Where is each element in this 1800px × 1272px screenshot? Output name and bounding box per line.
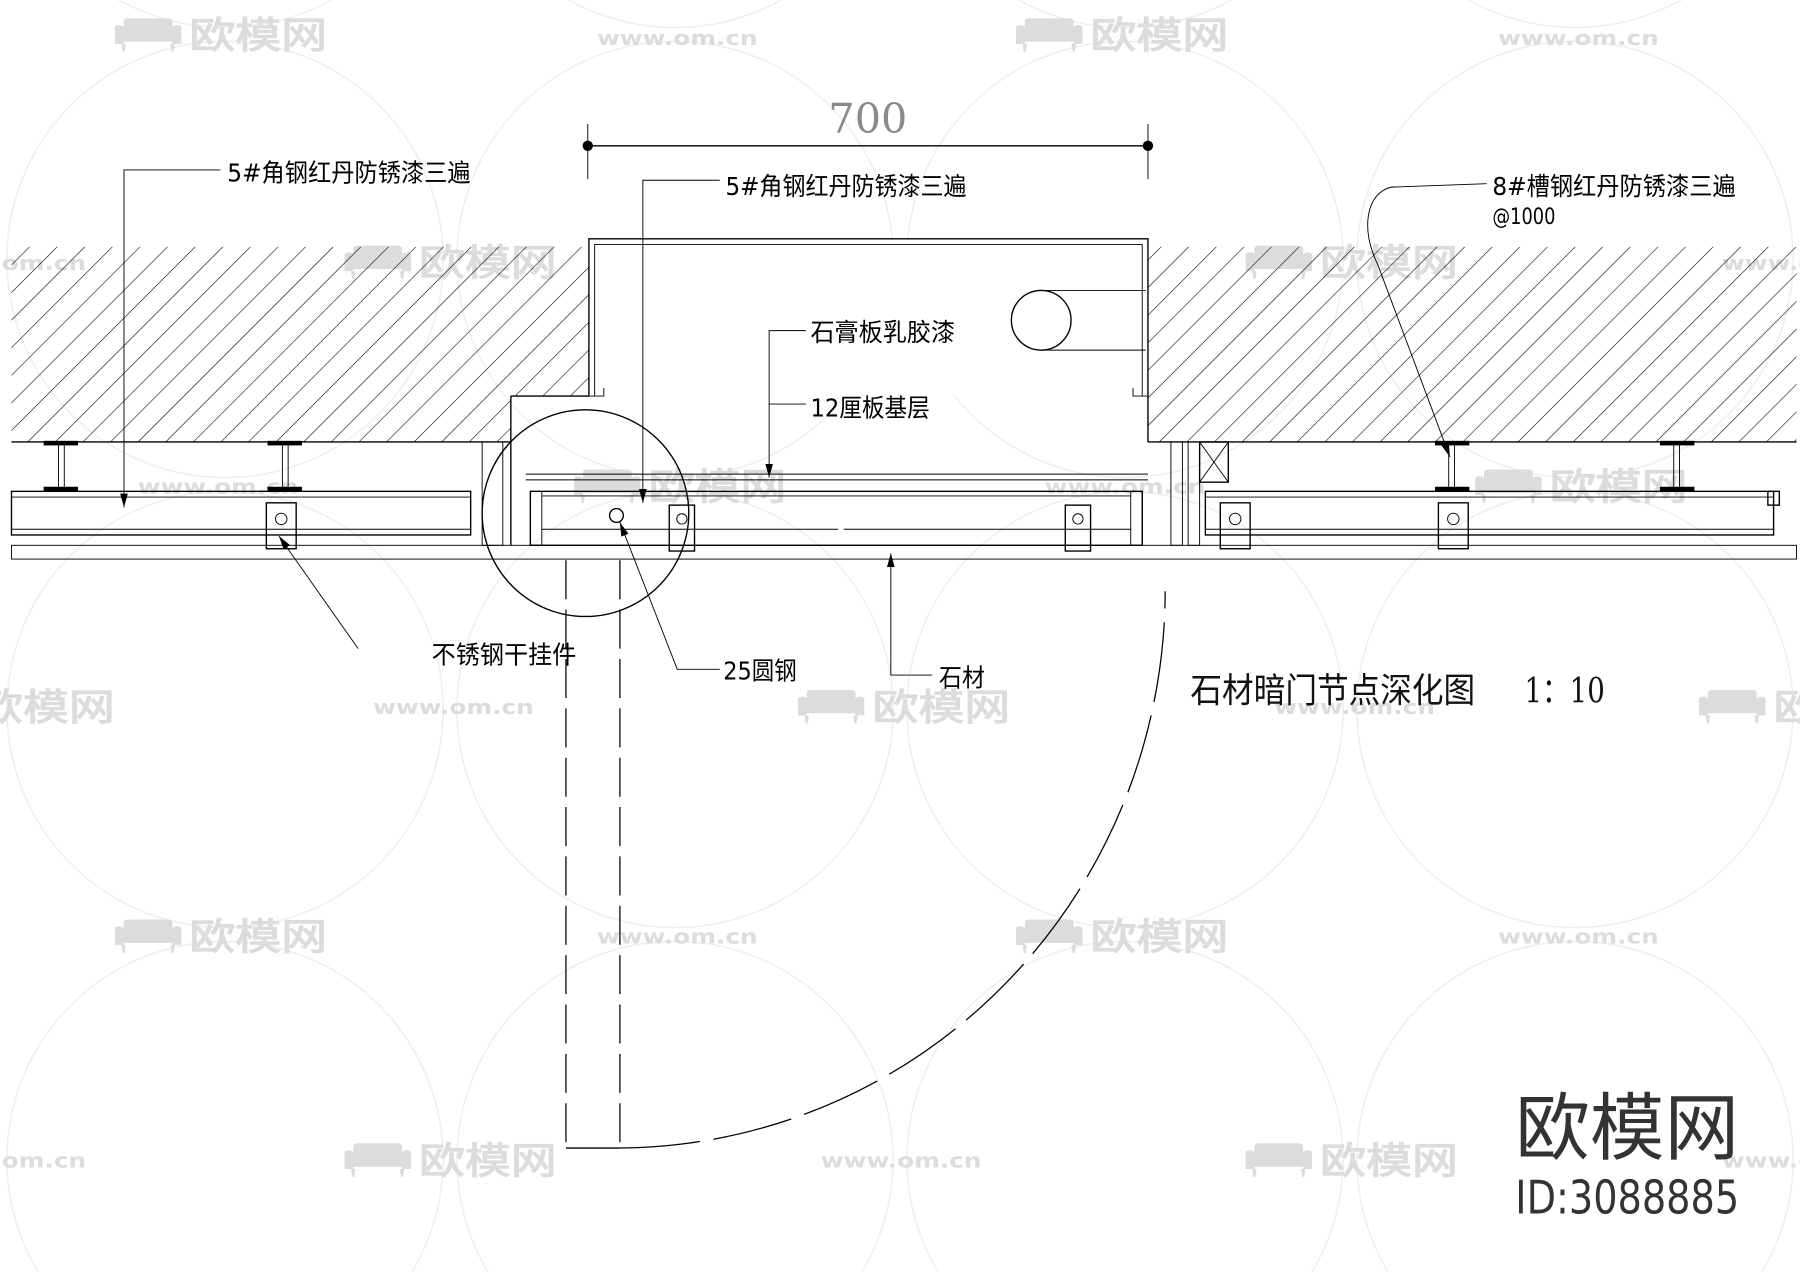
watermark-url: www.om.cn xyxy=(1045,475,1206,499)
label-plywood-base: 12厘板基层 xyxy=(810,394,929,423)
watermark-url: www.om.cn xyxy=(1498,26,1659,50)
watermark-url: www.om.cn xyxy=(0,1149,86,1173)
brand-id: ID:3088885 xyxy=(1515,1170,1739,1224)
watermark-logo-text: 欧模网 xyxy=(189,14,327,57)
dry-hanging-bracket-right-1 xyxy=(1219,502,1251,550)
dry-hanging-bracket-door-2 xyxy=(1064,504,1092,552)
stone-layer xyxy=(11,544,1798,560)
watermark-url: www.om.cn xyxy=(597,26,758,50)
pivot-pipe xyxy=(1010,289,1146,351)
label-channel-steel: 8#槽钢红丹防锈漆三遍 xyxy=(1492,172,1735,201)
label-gypsum-board: 石膏板乳胶漆 xyxy=(810,318,955,347)
dimension-700: 700 xyxy=(582,95,1154,180)
dimension-text: 700 xyxy=(828,95,907,143)
angle-steel-rail-left xyxy=(10,490,472,536)
watermark-logo-text: 欧模网 xyxy=(872,686,1010,729)
watermark-url: www.om.cn xyxy=(821,1149,982,1173)
label-angle-steel-center: 5#角钢红丹防锈漆三遍 xyxy=(726,172,967,201)
cross-block xyxy=(1198,441,1230,483)
drawing-title-block: 石材暗门节点深化图 1：10 xyxy=(1190,672,1604,712)
leader-stone xyxy=(886,553,933,676)
watermark-logo-text: 欧模网 xyxy=(419,1139,557,1182)
detail-bubble xyxy=(481,409,690,618)
watermark-logo: 欧模网 xyxy=(1698,686,1800,729)
watermark-logo-text: 欧模网 xyxy=(0,686,115,729)
leader-gypsum-board xyxy=(765,330,806,478)
watermark-url: www.om.cn xyxy=(597,925,758,949)
round-steel-pivot xyxy=(608,507,625,524)
watermark-logo: 欧模网 xyxy=(114,915,327,958)
angle-steel-rail-right xyxy=(1204,490,1781,536)
label-channel-spacing: @1000 xyxy=(1492,205,1555,230)
watermark-url: www.om.cn xyxy=(373,695,534,719)
left-framing xyxy=(10,440,504,550)
leader-round-steel xyxy=(619,522,720,670)
brand-block: 欧模网 ID:3088885 xyxy=(1515,1087,1739,1225)
label-angle-steel-left: 5#角钢红丹防锈漆三遍 xyxy=(227,158,470,187)
watermark-logo-text: 欧模网 xyxy=(1091,915,1229,958)
channel-steel-right-2 xyxy=(1659,440,1695,492)
drawing-scale: 1：10 xyxy=(1524,672,1604,712)
watermark-url: www.om.cn xyxy=(1274,695,1435,719)
watermark-logo: 欧模网 xyxy=(797,686,1010,729)
leaders xyxy=(120,169,1487,676)
leader-channel-steel xyxy=(1367,183,1487,458)
door-opening-frame xyxy=(588,238,1149,397)
watermark-logo: 欧模网 xyxy=(1245,1139,1458,1182)
watermark-logo-text: 欧模网 xyxy=(1774,686,1800,729)
watermark-logo: 欧模网 xyxy=(114,14,327,57)
channel-steel-left-1 xyxy=(43,440,79,492)
watermark-logo: 欧模网 xyxy=(0,686,115,729)
watermark-url: www.om.cn xyxy=(1722,1149,1800,1173)
watermark-logo-text: 欧模网 xyxy=(649,465,787,508)
right-framing xyxy=(1170,440,1781,550)
door-swing xyxy=(565,560,1166,1149)
watermark-logo: 欧模网 xyxy=(344,1139,557,1182)
drawing-title: 石材暗门节点深化图 xyxy=(1190,672,1475,712)
leader-angle-steel-center xyxy=(639,179,720,503)
brand-logo: 欧模网 xyxy=(1515,1087,1739,1172)
watermark-logo-text: 欧模网 xyxy=(1320,1139,1458,1182)
leader-dry-hanging xyxy=(278,535,359,649)
left-wall xyxy=(11,246,589,546)
watermark-logo: 欧模网 xyxy=(1015,915,1229,958)
label-dry-hanging: 不锈钢干挂件 xyxy=(432,641,577,670)
labels: 5#角钢红丹防锈漆三遍 5#角钢红丹防锈漆三遍 8#槽钢红丹防锈漆三遍 @100… xyxy=(227,158,1735,692)
watermark-logo: 欧模网 xyxy=(1015,14,1229,57)
label-stone: 石材 xyxy=(939,664,985,693)
leader-angle-steel-left xyxy=(120,169,221,508)
dry-hanging-bracket-right-2 xyxy=(1437,502,1469,550)
watermark-logo: 欧模网 xyxy=(573,465,787,508)
watermark-url: www.om.cn xyxy=(1498,925,1659,949)
watermark-logo-text: 欧模网 xyxy=(189,915,327,958)
channel-steel-left-2 xyxy=(267,440,302,492)
watermark-logo-text: 欧模网 xyxy=(1091,14,1229,57)
right-wall xyxy=(1147,246,1797,443)
watermark-url: www.om.cn xyxy=(138,475,299,499)
label-round-steel: 25圆钢 xyxy=(723,657,796,686)
